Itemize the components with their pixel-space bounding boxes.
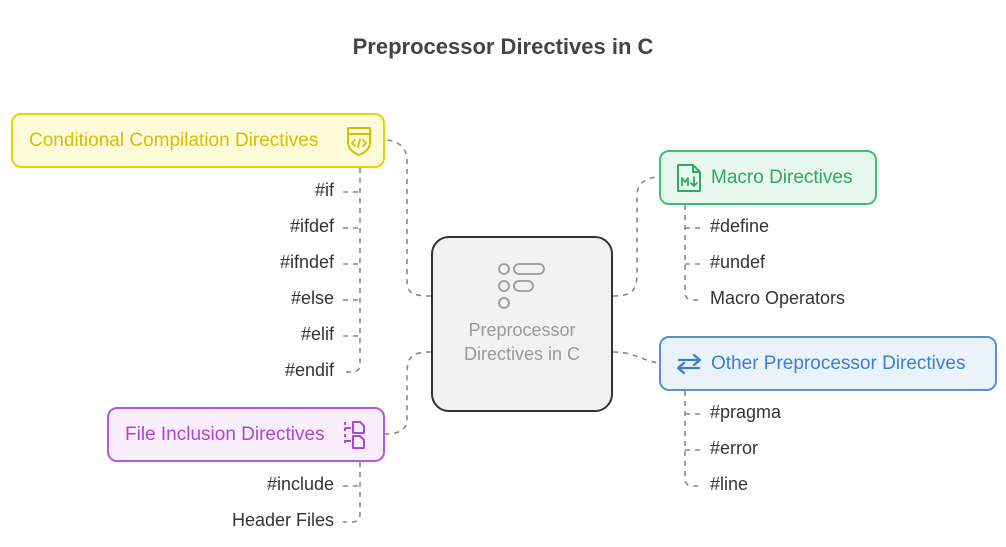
list-icon bbox=[497, 262, 547, 317]
conditional-compilation-label: Conditional Compilation Directives bbox=[29, 129, 319, 151]
connector-center-macro bbox=[612, 176, 660, 297]
conditional-compilation-node: Conditional Compilation Directives bbox=[11, 113, 385, 168]
file-inclusion-label: File Inclusion Directives bbox=[125, 423, 325, 445]
list-item: #endif bbox=[284, 360, 334, 380]
connector-center-conditional bbox=[384, 139, 432, 297]
center-label: Preprocessor Directives in C bbox=[463, 320, 581, 364]
macro-directives-node: Macro Directives bbox=[659, 150, 877, 205]
code-shield-icon bbox=[345, 125, 373, 162]
files-icon bbox=[341, 419, 369, 456]
file-inclusion-node: File Inclusion Directives bbox=[107, 407, 385, 462]
connector-center-file bbox=[384, 351, 432, 435]
other-directives-node: Other Preprocessor Directives bbox=[659, 336, 997, 391]
list-item: #error bbox=[710, 438, 759, 458]
list-item: #line bbox=[710, 474, 749, 494]
connector-macro-spine bbox=[684, 205, 702, 301]
list-item: #include bbox=[266, 474, 334, 494]
list-item: Macro Operators bbox=[710, 288, 846, 308]
list-item: #undef bbox=[710, 252, 766, 272]
connector-file-spine bbox=[343, 462, 361, 523]
diagram-title: Preprocessor Directives in C bbox=[352, 34, 654, 59]
markdown-icon bbox=[675, 163, 703, 198]
arrows-exchange-icon bbox=[673, 351, 705, 382]
list-item: #elif bbox=[300, 324, 334, 344]
connector-other-spine bbox=[684, 391, 702, 487]
macro-directives-label: Macro Directives bbox=[711, 166, 853, 188]
list-item: #pragma bbox=[710, 402, 782, 422]
list-item: Header Files bbox=[231, 510, 334, 530]
list-item: #ifndef bbox=[279, 252, 334, 272]
list-item: #if bbox=[314, 180, 334, 200]
list-item: #ifdef bbox=[289, 216, 334, 236]
connector-center-other bbox=[612, 351, 660, 364]
other-directives-label: Other Preprocessor Directives bbox=[711, 352, 966, 374]
center-node: Preprocessor Directives in C bbox=[431, 236, 613, 412]
list-item: #else bbox=[290, 288, 334, 308]
list-item: #define bbox=[710, 216, 770, 236]
connector-conditional-spine bbox=[343, 168, 361, 373]
